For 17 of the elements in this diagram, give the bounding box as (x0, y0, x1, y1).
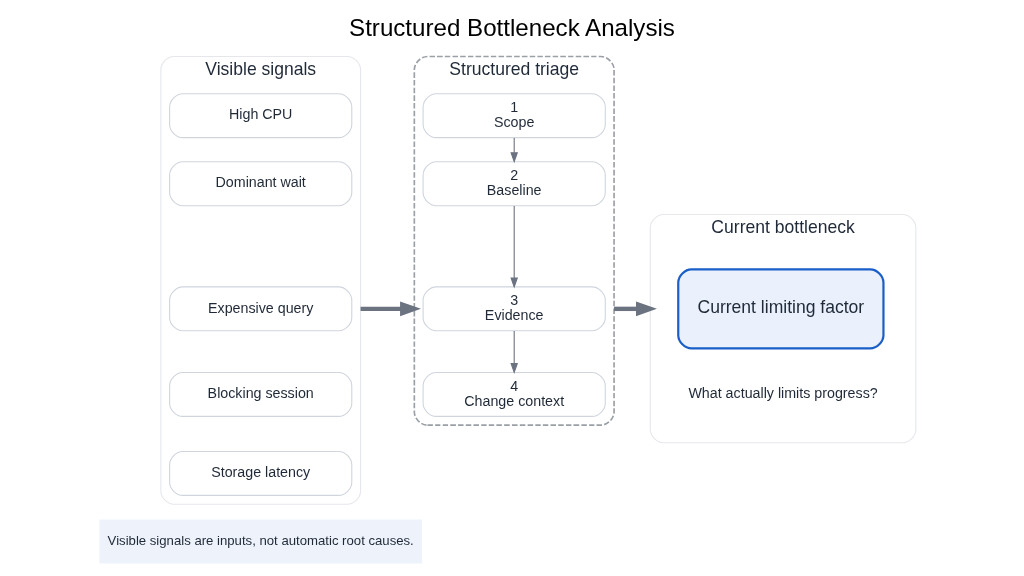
node-box: Expensive query (169, 286, 353, 332)
arrow (510, 205, 519, 289)
node-box: 4 Change context (422, 371, 606, 417)
node-box: 3 Evidence (422, 286, 606, 332)
arrow (510, 330, 519, 374)
node-box: 1 Scope (422, 93, 606, 139)
label: Visible signals are inputs, not automatic root causes. (107, 532, 414, 548)
node-box: Dominant wait (169, 161, 353, 207)
node-box: 2 Baseline (422, 161, 606, 207)
arrow (360, 301, 421, 317)
node-box: High CPU (169, 93, 353, 139)
node-box: Storage latency (169, 450, 353, 496)
node-box: Blocking session (169, 371, 353, 417)
node-label: What actually limits progress? (688, 385, 878, 402)
node-box: Current limiting factor (677, 268, 885, 350)
diagram-title: Structured Bottleneck Analysis (349, 14, 675, 42)
arrow (614, 301, 657, 317)
